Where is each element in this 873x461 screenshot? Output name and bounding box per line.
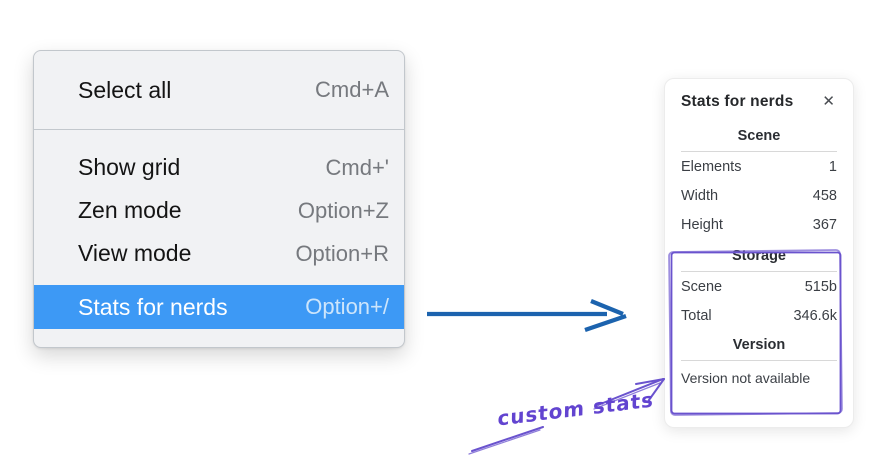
menu-item-label: View mode [78, 240, 192, 266]
stats-panel: Stats for nerds ✕ Scene Elements 1 Width… [664, 78, 854, 428]
stat-label: Height [681, 216, 723, 233]
menu-item-label: Select all [78, 76, 172, 103]
stat-value: 458 [812, 187, 837, 204]
menu-item-shortcut: Option+Z [297, 197, 389, 223]
stat-row-scene-storage: Scene 515b [681, 272, 837, 301]
menu-item-label: Zen mode [78, 197, 182, 223]
context-menu: Select all Cmd+A Show grid Cmd+' Zen mod… [33, 50, 405, 348]
menu-item-label: Show grid [78, 154, 181, 180]
menu-item-view-mode[interactable]: View mode Option+R [34, 232, 404, 275]
stats-panel-title: Stats for nerds [681, 92, 794, 110]
menu-group: Show grid Cmd+' Zen mode Option+Z View m… [34, 130, 404, 347]
storage-section-header: Storage [732, 248, 786, 264]
menu-item-show-grid[interactable]: Show grid Cmd+' [34, 146, 404, 189]
close-icon[interactable]: ✕ [822, 93, 835, 110]
menu-item-shortcut: Cmd+' [325, 154, 390, 180]
menu-item-stats-for-nerds[interactable]: Stats for nerds Option+/ [34, 285, 404, 329]
stat-row-elements: Elements 1 [681, 152, 837, 181]
stat-label: Scene [681, 278, 723, 295]
menu-item-select-all[interactable]: Select all Cmd+A [34, 51, 404, 129]
menu-item-shortcut: Cmd+A [315, 77, 389, 102]
stat-label: Total [681, 307, 712, 324]
menu-item-label: Stats for nerds [78, 293, 228, 320]
section-divider [681, 360, 837, 361]
version-section-header: Version [732, 337, 786, 353]
stat-row-height: Height 367 [681, 210, 837, 239]
scene-section-header: Scene [737, 128, 781, 144]
blue-arrow [427, 299, 627, 332]
annotation-label: custom stats [497, 387, 655, 431]
stat-value: 367 [812, 216, 837, 233]
section-divider [681, 151, 837, 152]
menu-divider [34, 129, 404, 130]
version-note: Version not available [681, 370, 811, 386]
stat-label: Width [681, 187, 719, 204]
stats-panel-header: Stats for nerds ✕ [681, 92, 837, 111]
stat-label: Elements [681, 158, 742, 175]
stat-value: 1 [828, 158, 837, 175]
stat-value: 515b [804, 278, 837, 295]
stat-row-width: Width 458 [681, 181, 837, 210]
menu-item-shortcut: Option+R [295, 240, 389, 266]
menu-item-zen-mode[interactable]: Zen mode Option+Z [34, 189, 404, 232]
menu-item-shortcut: Option+/ [305, 294, 389, 319]
stat-value: 346.6k [793, 307, 837, 324]
stat-row-total-storage: Total 346.6k [681, 301, 837, 330]
